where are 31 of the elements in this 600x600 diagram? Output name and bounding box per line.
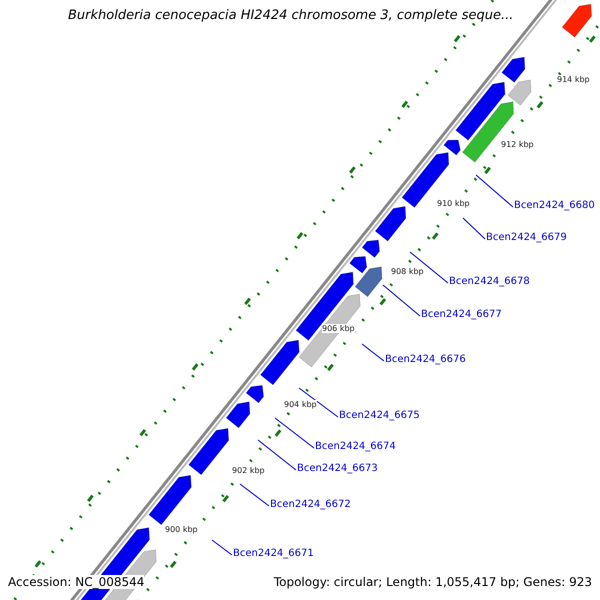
genome-info-text: Topology: circular; Length: 1,055,417 bp; Genes: 923: [274, 575, 592, 589]
leader-line: [298, 388, 338, 418]
map-title: Burkholderia cenocepacia HI2424 chromosome 3, complete seque...: [68, 8, 514, 23]
scale-label: 904 kbp: [284, 400, 317, 409]
scale-label: 914 kbp: [557, 75, 590, 84]
leader-line: [274, 418, 314, 448]
leader-line: [240, 484, 270, 506]
gene-label: Bcen2424_6671: [233, 548, 314, 560]
scale-label: 912 kbp: [501, 140, 534, 149]
scale-label: 902 kbp: [232, 466, 265, 475]
leader-line: [410, 252, 448, 284]
scale-label: 900 kbp: [165, 525, 198, 534]
leader-line: [258, 440, 296, 470]
gene-label: Bcen2424_6680: [514, 200, 595, 212]
gene-label: Bcen2424_6672: [270, 499, 351, 511]
leader-line: [212, 540, 232, 556]
gene-label: Bcen2424_6675: [339, 410, 420, 422]
gene-label: Bcen2424_6673: [297, 463, 378, 475]
scale-label: 908 kbp: [391, 267, 424, 276]
gene-label: Bcen2424_6674: [315, 441, 396, 453]
scale-label: 910 kbp: [437, 199, 470, 208]
gene-label: Bcen2424_6678: [449, 276, 530, 288]
accession-text: Accession: NC_008544: [8, 575, 144, 589]
leader-line: [462, 218, 486, 240]
leader-line: [382, 284, 420, 316]
leader-line: [476, 174, 514, 208]
gene-label: Bcen2424_6677: [421, 309, 502, 321]
gene-label: Bcen2424_6676: [385, 354, 466, 366]
leader-line: [362, 344, 384, 362]
gene-label: Bcen2424_6679: [486, 232, 567, 244]
scale-label: 906 kbp: [322, 324, 355, 333]
